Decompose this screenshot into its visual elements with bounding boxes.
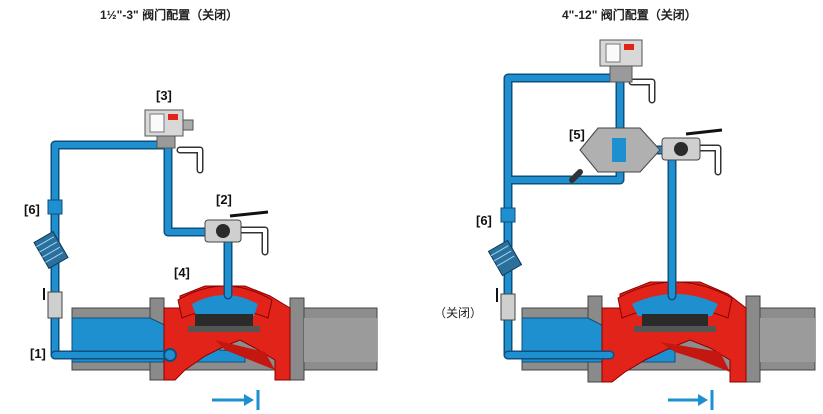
right-valve-assembly bbox=[487, 39, 816, 410]
callout-relay-valve: [5] bbox=[569, 127, 585, 142]
arrow-right-to-bar-icon bbox=[212, 390, 260, 410]
left-diaphragm bbox=[195, 314, 253, 328]
ball-valve-icon bbox=[204, 210, 269, 243]
right-solenoid-valve-icon bbox=[599, 39, 643, 83]
right-ball-valve-icon bbox=[661, 128, 723, 161]
callout-ball-valve: [2] bbox=[216, 192, 232, 207]
callout-strainer-right: [6] bbox=[476, 213, 492, 228]
left-control-chamber bbox=[192, 295, 258, 316]
callout-strainer: [6] bbox=[24, 202, 40, 217]
relay-valve-icon bbox=[579, 127, 661, 173]
left-diagram-title: 1½"-3" 阀门配置（关闭） bbox=[100, 8, 239, 22]
strainer-icon bbox=[33, 199, 69, 270]
right-strainer-icon bbox=[487, 207, 523, 277]
left-valve-assembly bbox=[33, 109, 378, 410]
callout-inlet: [1] bbox=[30, 346, 46, 361]
state-note: （关闭） bbox=[434, 306, 483, 320]
right-control-chamber bbox=[632, 294, 718, 316]
left-inlet-port bbox=[163, 348, 177, 362]
needle-valve-icon bbox=[43, 288, 63, 319]
right-diagram-title: 4"-12" 阀门配置（关闭） bbox=[562, 8, 697, 22]
right-arrow-right-to-bar-icon bbox=[668, 390, 714, 410]
right-diaphragm bbox=[642, 314, 708, 328]
callout-solenoid: [3] bbox=[156, 88, 172, 103]
callout-chamber: [4] bbox=[174, 265, 190, 280]
solenoid-valve-icon bbox=[144, 109, 194, 149]
right-needle-valve-icon bbox=[496, 288, 516, 321]
